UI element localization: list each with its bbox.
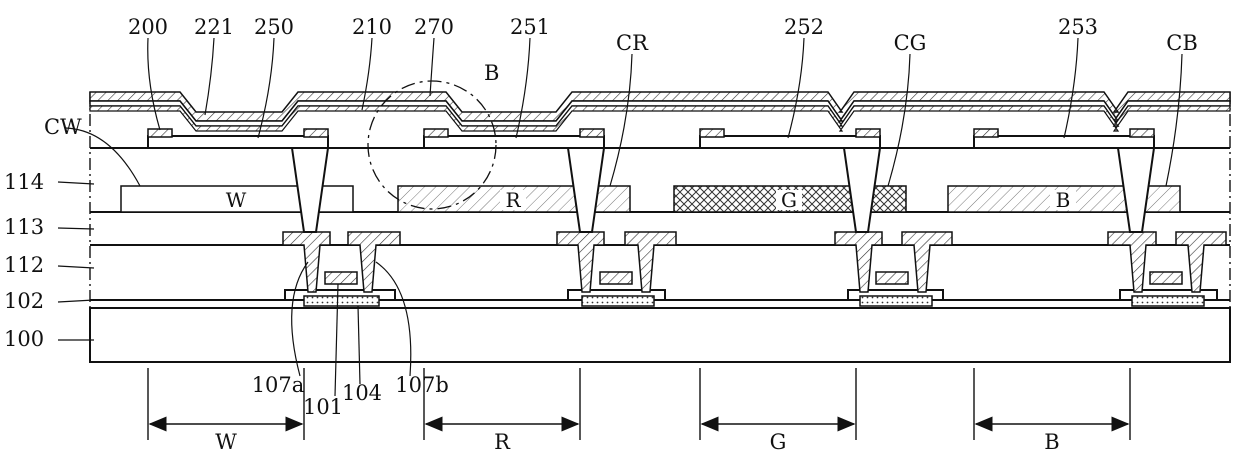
detail-circle-label: B [484,61,499,85]
anode-electrodes [148,136,1154,148]
subpixel-label-W: W [215,430,237,454]
filter-g-label: G [781,188,797,212]
label-270: 270 [414,15,454,39]
label-107b: 107b [395,373,449,397]
label-253: 253 [1058,15,1098,39]
leader-CB [1166,54,1182,186]
label-112: 112 [4,253,44,277]
gate-insulator-bumps [285,290,1217,300]
subpixel-label-G: G [770,430,787,454]
leader-CG [888,54,910,186]
label-CB: CB [1166,31,1198,55]
leader-114 [58,182,94,184]
label-210: 210 [352,15,392,39]
filter-r-label: R [505,188,521,212]
leader-102 [58,300,94,302]
label-221: 221 [194,15,234,39]
label-252: 252 [784,15,824,39]
label-CG: CG [894,31,927,55]
label-102: 102 [4,289,44,313]
color-filters [121,186,1180,212]
leader-252 [788,38,804,138]
label-CR: CR [616,31,649,55]
label-100: 100 [4,327,44,351]
label-114: 114 [4,170,44,194]
label-104: 104 [342,381,382,405]
leader-221 [205,38,214,115]
filter-w-label: W [226,188,247,212]
label-107a: 107a [252,373,305,397]
label-250: 250 [254,15,294,39]
label-CW: CW [44,115,82,139]
leader-CR [610,54,632,186]
label-101: 101 [303,395,343,419]
leader-253 [1064,38,1078,138]
subpixel-label-R: R [494,430,511,454]
label-200: 200 [128,15,168,39]
label-113: 113 [4,215,44,239]
subpixel-label-B: B [1044,430,1059,454]
source-drain-electrodes [283,232,1226,292]
leader-200 [148,38,160,130]
filter-b-label: B [1056,188,1071,212]
gate-electrodes [325,272,1182,284]
leader-112 [58,266,94,268]
leader-270 [430,38,434,96]
substrate-layer [90,308,1230,362]
leader-113 [58,228,94,229]
label-251: 251 [510,15,550,39]
